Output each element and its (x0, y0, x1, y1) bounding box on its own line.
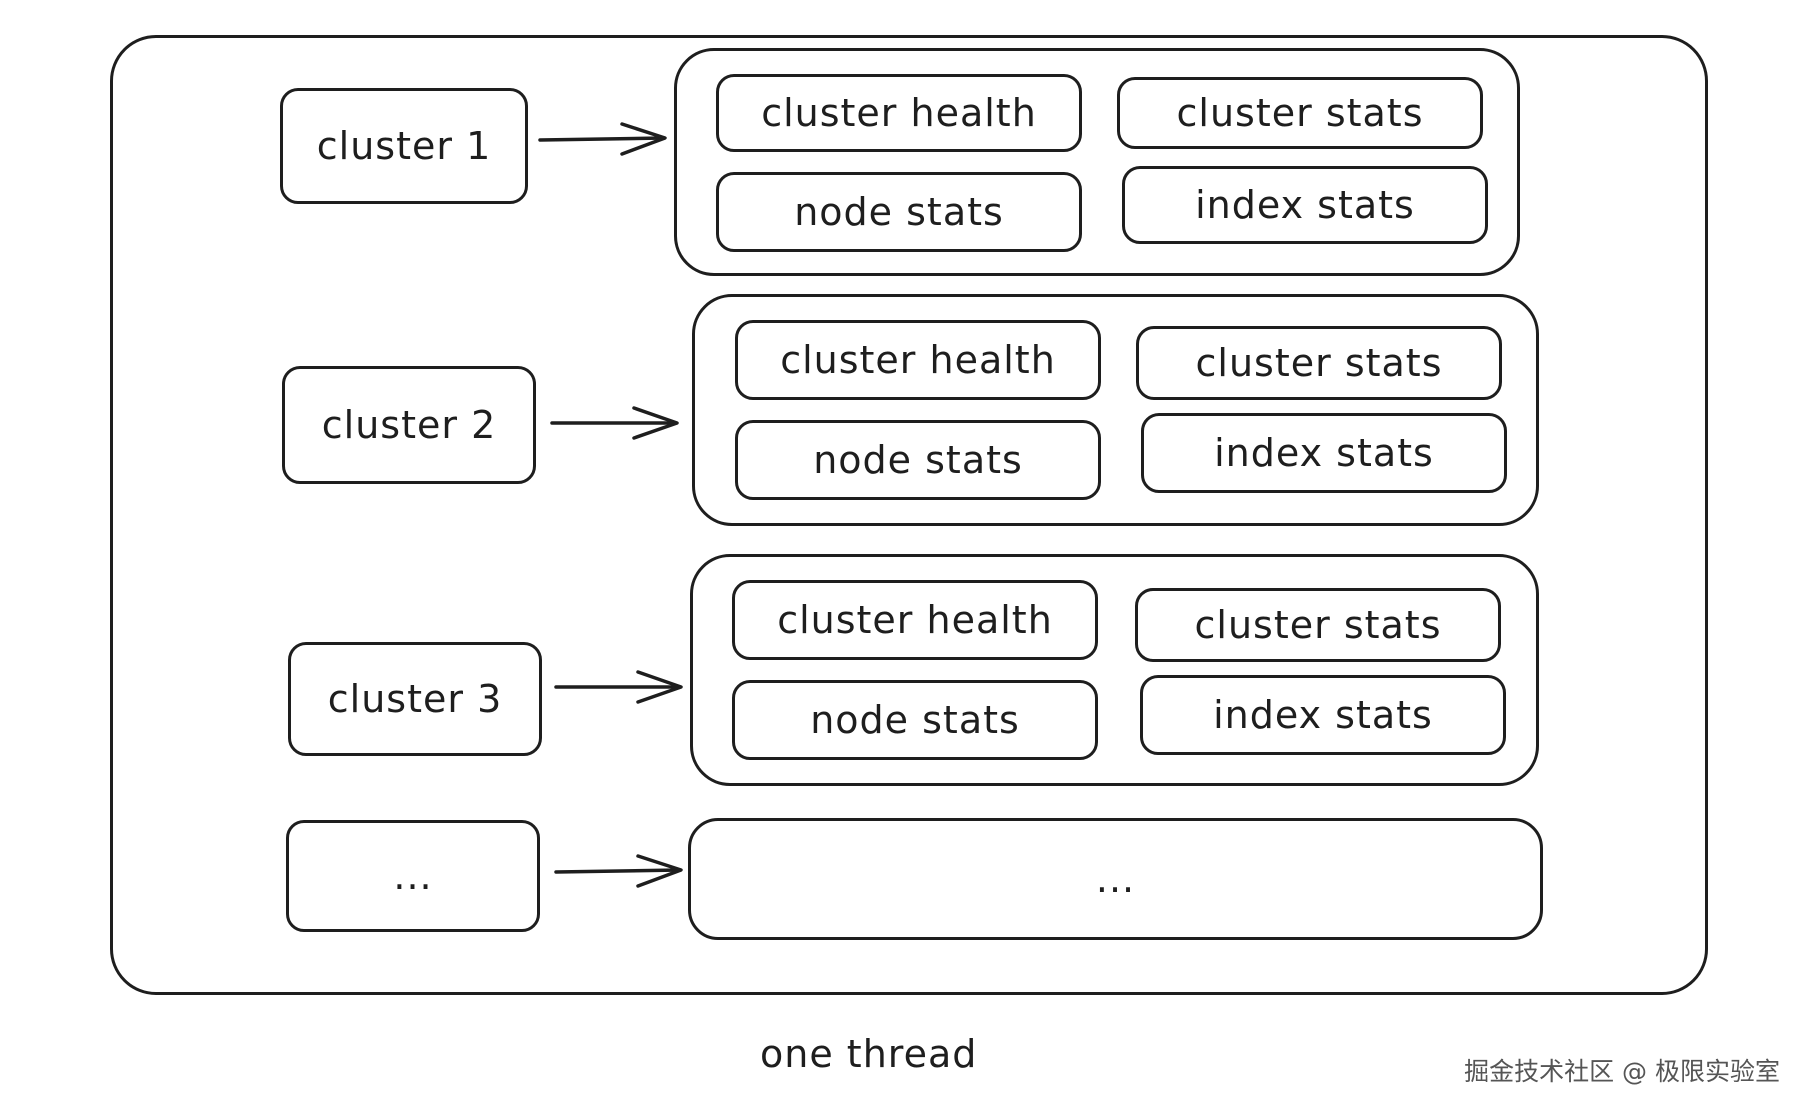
cluster-3-node-stats: node stats (732, 680, 1098, 760)
arrow-icon (538, 122, 667, 156)
cluster-3-cluster-health: cluster health (732, 580, 1098, 660)
thread-container (110, 35, 1708, 995)
cluster-3-cluster-stats: cluster stats (1135, 588, 1501, 662)
watermark: 掘金技术社区 @ 极限实验室 (1464, 1057, 1780, 1086)
cluster-more-node: ... (286, 820, 540, 932)
cluster-1-cluster-stats: cluster stats (1117, 77, 1483, 149)
arrow-icon (554, 854, 683, 888)
cluster-3-node: cluster 3 (288, 642, 542, 756)
cluster-3-index-stats: index stats (1140, 675, 1506, 755)
cluster-1-node: cluster 1 (280, 88, 528, 204)
cluster-2-cluster-health: cluster health (735, 320, 1101, 400)
thread-caption: one thread (760, 1032, 978, 1076)
cluster-2-cluster-stats: cluster stats (1136, 326, 1502, 400)
cluster-1-tasks-group (674, 48, 1520, 276)
cluster-2-index-stats: index stats (1141, 413, 1507, 493)
cluster-1-node-stats: node stats (716, 172, 1082, 252)
cluster-1-cluster-health: cluster health (716, 74, 1082, 152)
cluster-1-index-stats: index stats (1122, 166, 1488, 244)
arrow-icon (550, 406, 679, 440)
cluster-2-tasks-group (692, 294, 1539, 526)
cluster-2-node: cluster 2 (282, 366, 536, 484)
cluster-2-node-stats: node stats (735, 420, 1101, 500)
cluster-more-tasks-group: ... (688, 818, 1543, 940)
arrow-icon (554, 670, 683, 704)
cluster-3-tasks-group (690, 554, 1539, 786)
